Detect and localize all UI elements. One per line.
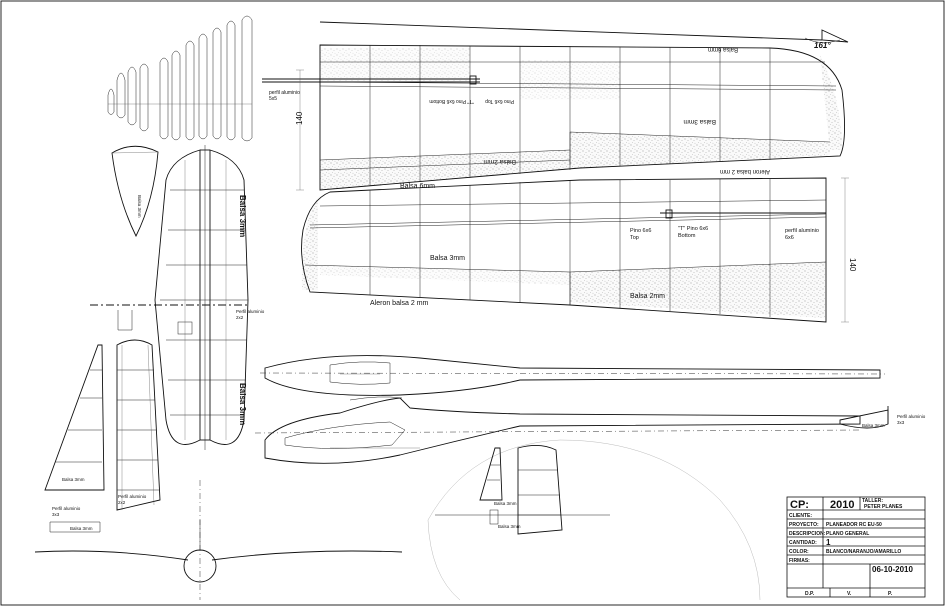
- tail-balsa-label: Balsa 3mm: [862, 423, 885, 428]
- stab-balsa-label-b: Balsa 3mm: [238, 383, 247, 425]
- v-label: V.: [847, 591, 852, 597]
- angle-label: 161°: [814, 41, 831, 50]
- wing-tip-template: Balsa 3mm: [111, 145, 159, 238]
- descripcion-label: DESCRIPCION:: [789, 531, 826, 537]
- firmas-label: FIRMAS:: [789, 558, 810, 564]
- left-perfil-size: 3x3: [52, 512, 60, 517]
- wing-bot-pino-top-2: Top: [630, 235, 639, 241]
- wing-top-pino-top: Pino 6x6 Top: [485, 98, 514, 104]
- fin-balsa-label: Balsa 3mm: [62, 477, 85, 482]
- template-label: Balsa 3mm: [137, 195, 142, 218]
- rudder-view: [116, 339, 161, 511]
- fuselage-top-view: [259, 355, 886, 396]
- wing-top-perfil-label: perfil aluminio: [269, 90, 300, 96]
- left-balsa-label: Balsa 3mm: [70, 526, 93, 531]
- descripcion-value: PLANO GENERAL: [826, 531, 869, 537]
- wing-bot-perfil-1: perfil aluminio: [785, 228, 819, 234]
- tail-detail-view: Balsa 3mm Balsa 3mm: [427, 439, 761, 601]
- wing-top-pino-bottom: "T" Pino 6x6 Bottom: [429, 98, 474, 104]
- proyecto-label: PROYECTO:: [789, 522, 819, 528]
- cantidad-value: 1: [826, 538, 831, 547]
- dim-140-bottom: 140: [848, 258, 857, 272]
- rib-set: [107, 15, 253, 142]
- wing-top-aleron: Aleron balsa 2 mm: [720, 168, 770, 174]
- color-value: BLANCO/NARANJO/AMARILLO: [826, 549, 901, 555]
- wing-top-balsa3: Balsa 3mm: [683, 118, 716, 125]
- stab-perfil-size: 2x2: [236, 315, 244, 320]
- wing-bot-pino-bottom-2: Bottom: [678, 233, 696, 239]
- detail-balsa-label-a: Balsa 3mm: [494, 501, 517, 506]
- tail-perfil-size: 3x3: [897, 420, 905, 425]
- wing-bot-balsa2: Balsa 2mm: [630, 293, 665, 300]
- wing-top-perfil-size: 5x5: [269, 96, 277, 102]
- cp-label: CP:: [790, 499, 809, 511]
- wing-bot-pino-top-1: Pino 6x6: [630, 228, 651, 234]
- wing-bot-balsa3: Balsa 3mm: [430, 255, 465, 262]
- wing-bot-pino-bottom-1: "T" Pino 6x6: [678, 226, 708, 232]
- left-perfil-label: Perfil aluminio: [52, 506, 81, 511]
- color-label: COLOR:: [789, 549, 809, 555]
- cp-value: 2010: [830, 499, 854, 511]
- wing-panel-top: 161° 140 perfil aluminio 5x5 Balsa 6mm B…: [262, 21, 849, 191]
- wing-bot-perfil-2: 6x6: [785, 235, 794, 241]
- tail-perfil-label: Perfil aluminio: [897, 414, 926, 419]
- wing-top-balsa2: Balsa 2mm: [483, 158, 516, 165]
- fuselage-side-view: Balsa 3mm Perfil aluminio 3x3: [254, 396, 926, 464]
- dim-140-top: 140: [295, 111, 304, 125]
- wing-panel-bottom: 140 Balsa 6mm Balsa 3mm Balsa 2mm Pino 6…: [301, 177, 857, 323]
- date-value: 06-10-2010: [872, 565, 913, 574]
- proyecto-value: PLANEADOR RC EU-50: [826, 522, 882, 528]
- fin-side-view: Balsa 3mm Perfil aluminio 2x2 Perfil alu…: [44, 344, 147, 533]
- detail-balsa-label-b: Balsa 3mm: [498, 524, 521, 529]
- dp-label: D.P.: [805, 591, 815, 597]
- taller-value: PETER PLANES: [864, 504, 903, 510]
- title-block: CP: 2010 TALLER: PETER PLANES CLIENTE: P…: [786, 496, 926, 598]
- stab-balsa-label-a: Balsa 3mm: [238, 195, 247, 237]
- stab-perfil-label: Perfil aluminio: [236, 309, 265, 314]
- p-label: P.: [888, 591, 893, 597]
- taller-label: TALLER:: [862, 498, 883, 504]
- cantidad-label: CANTIDAD:: [789, 540, 817, 546]
- stabilizer-top-view: Balsa 3mm Balsa 3mm Perfil aluminio 2x2: [90, 145, 265, 450]
- wing-bot-balsa6: Balsa 6mm: [400, 183, 435, 190]
- front-view: [34, 480, 403, 600]
- cliente-label: CLIENTE:: [789, 513, 812, 519]
- wing-top-balsa6: Balsa 6mm: [708, 46, 738, 52]
- wing-bot-aleron: Aleron balsa 2 mm: [370, 300, 429, 307]
- fin-perfil-label: Perfil aluminio: [118, 494, 147, 499]
